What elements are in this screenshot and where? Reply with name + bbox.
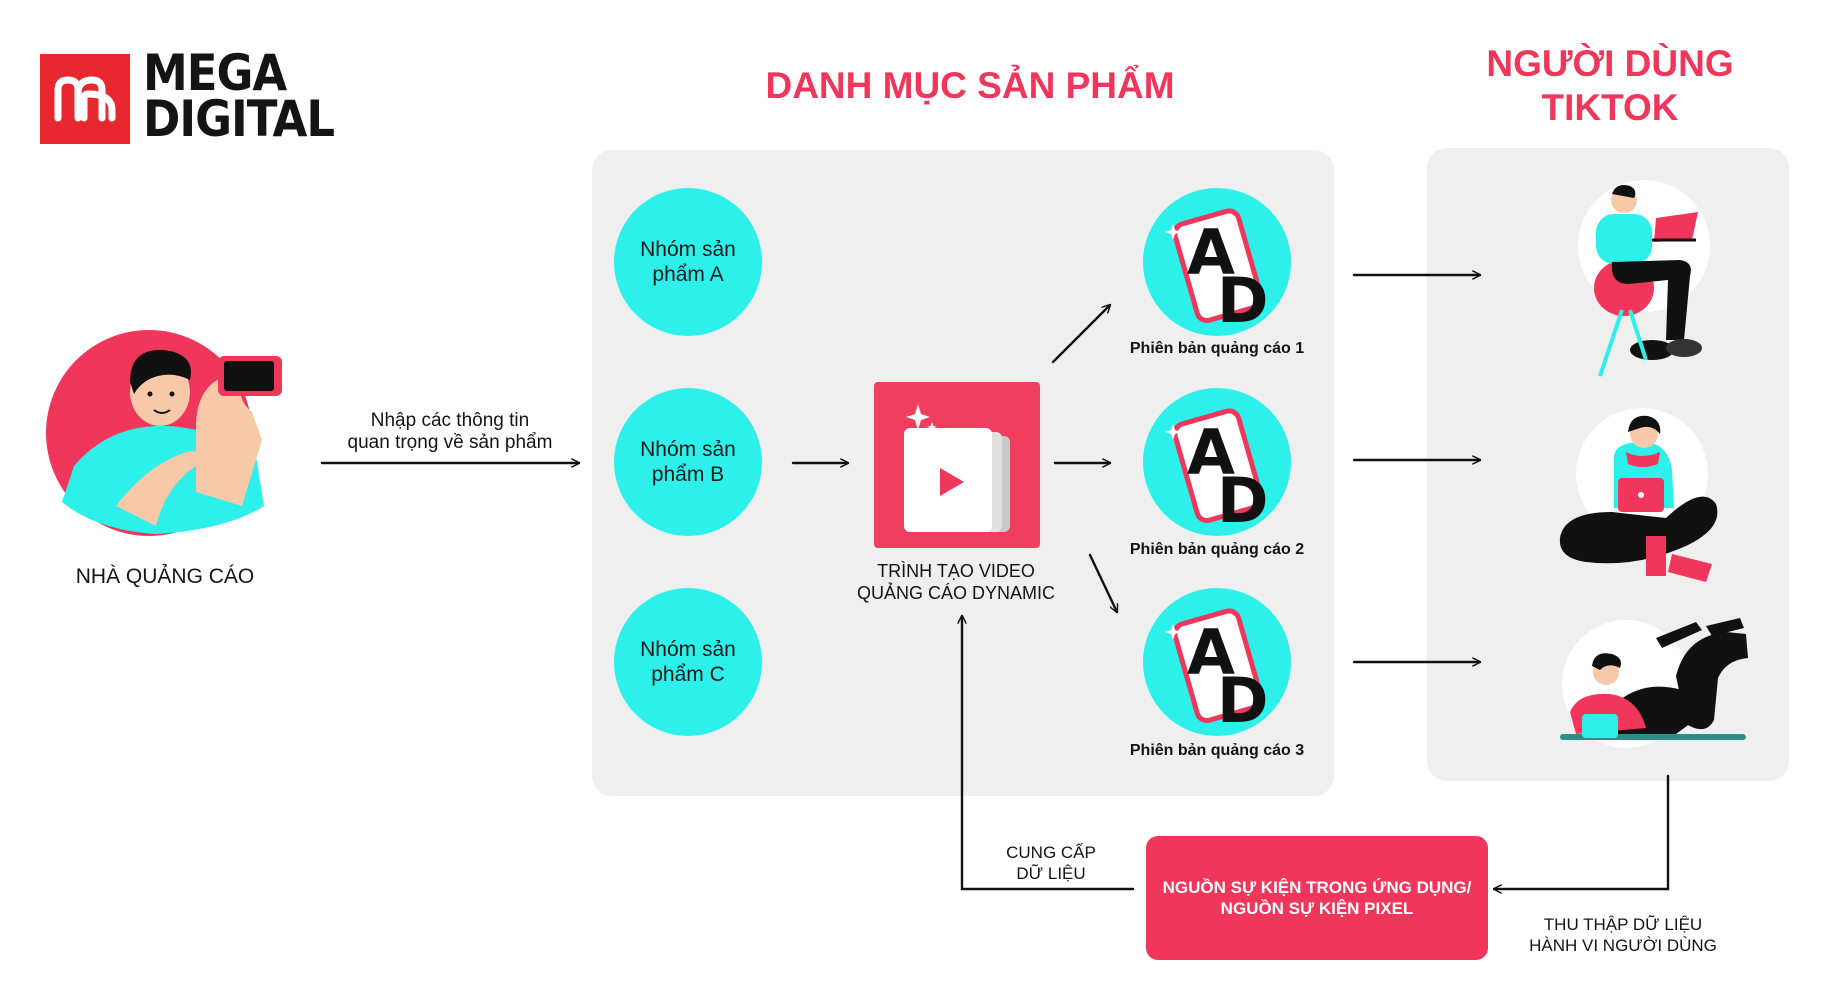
advertiser-person-icon [46,330,282,536]
svg-text:A: A [1187,216,1235,289]
tiktok-users-title-line-1: NGƯỜI DÙNG [1486,43,1734,84]
logo-line-2: DIGITAL [143,90,335,148]
video-creator-line-2: QUẢNG CÁO DYNAMIC [856,583,1056,603]
product-group-c-line-1: Nhóm sản [640,638,736,661]
input-label-line-1: Nhập các thông tin [370,410,530,431]
catalog-title: DANH MỤC SẢN PHẨM [765,65,1175,106]
collect-data-line-2: HÀNH VI NGƯỜI DÙNG [1529,936,1717,955]
product-group-b-line-1: Nhóm sản [640,438,736,461]
arrow-event-source-to-creator [962,614,1135,891]
arrow-users-to-event-source [1492,774,1670,889]
mega-digital-logo-text: MEGA DIGITAL [143,44,335,148]
collect-behavior-data-label: THU THẬP DỮ LIỆU HÀNH VI NGƯỜI DÙNG [1508,914,1738,956]
tiktok-users-title-line-2: TIKTOK [1541,87,1679,128]
arrow-creator-to-ad-1 [1051,305,1110,364]
svg-text:A: A [1187,416,1235,489]
mega-digital-logo-mark [40,54,130,144]
video-play-icon [904,404,1010,532]
provide-data-line-2: DỮ LIỆU [1016,864,1086,883]
ad-version-3-circle: A D [1143,588,1291,736]
advertiser-illustration [46,316,346,546]
ad-card-icon: A D [1165,408,1268,536]
collect-data-line-1: THU THẬP DỮ LIỆU [1543,915,1703,934]
event-source-line-2: NGUỒN SỰ KIỆN PIXEL [1220,899,1414,918]
m-logo-icon [54,76,116,122]
video-creator-line-1: TRÌNH TẠO VIDEO [877,561,1035,581]
product-group-a-line-2: phẩm A [652,263,724,286]
product-group-a-line-1: Nhóm sản [640,238,736,261]
user-lying-tablet-icon [1560,618,1748,748]
event-source-line-1: NGUỒN SỰ KIỆN TRONG ỨNG DỤNG/ [1162,878,1472,897]
product-group-b-line-2: phẩm B [651,463,725,486]
input-product-info-label: Nhập các thông tin quan trọng về sản phẩ… [322,410,578,454]
logo-line-1: MEGA [143,44,287,102]
ad-version-1-label: Phiên bản quảng cáo 1 [1129,340,1305,357]
dynamic-video-creator-box [874,382,1040,548]
ad-card-icon: A D [1165,208,1268,336]
tiktok-user-3 [1556,616,1766,766]
ad-version-2-circle: A D [1143,388,1291,536]
tiktok-users-title: NGƯỜI DÙNG TIKTOK [1440,42,1780,130]
event-source-box: NGUỒN SỰ KIỆN TRONG ỨNG DỤNG/ NGUỒN SỰ K… [1146,836,1488,960]
dynamic-video-creator-label: TRÌNH TẠO VIDEO QUẢNG CÁO DYNAMIC [836,560,1076,604]
product-group-c-line-2: phẩm C [651,663,725,686]
tiktok-user-1 [1572,180,1742,380]
arrow-creator-to-ad-3 [1088,553,1117,612]
ad-version-1-circle: A D [1143,188,1291,336]
ad-card-icon: A D [1165,608,1268,736]
user-sitting-laptop-icon [1578,180,1710,377]
svg-text:A: A [1187,616,1235,689]
provide-data-label: CUNG CẤP DỮ LIỆU [986,842,1116,884]
advertiser-label: NHÀ QUẢNG CÁO [75,565,255,588]
input-label-line-2: quan trọng về sản phẩm [347,432,553,453]
ad-version-3-label: Phiên bản quảng cáo 3 [1129,742,1305,759]
tiktok-user-2 [1556,408,1746,598]
user-sitting-tablet-icon [1559,408,1718,582]
ad-version-2-label: Phiên bản quảng cáo 2 [1129,541,1305,558]
provide-data-line-1: CUNG CẤP [1006,843,1096,862]
